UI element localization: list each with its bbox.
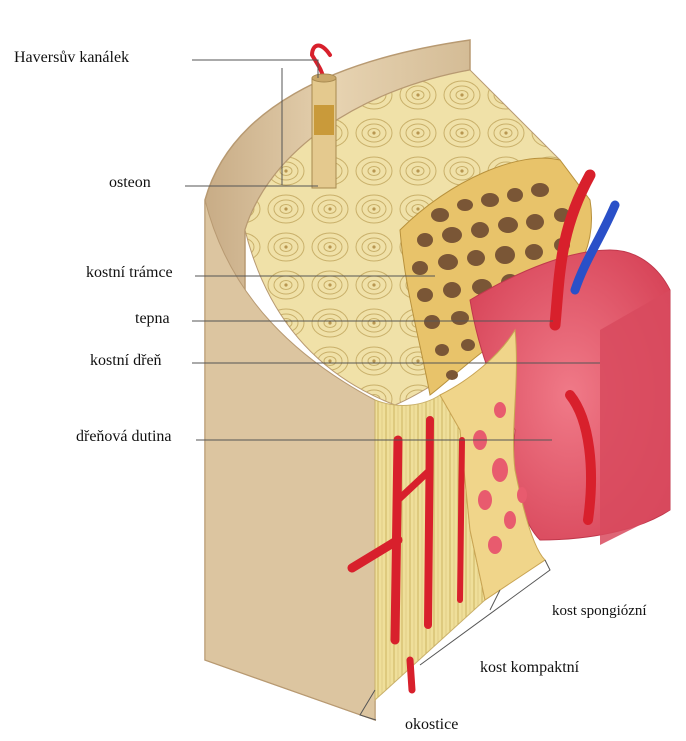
label-marrow: kostní dřeň: [90, 352, 162, 370]
label-artery: tepna: [135, 310, 170, 328]
bone-marrow-side: [600, 290, 670, 545]
haversian-canal-model: [312, 46, 336, 188]
label-osteon: osteon: [109, 174, 151, 192]
label-haversian-canal: Haversův kanálek: [14, 49, 129, 67]
label-trabeculae: kostní trámce: [86, 264, 173, 282]
label-spongy-bone: kost spongiózní: [552, 602, 647, 620]
label-compact-bone: kost kompaktní: [480, 659, 579, 677]
label-medullary-cavity: dřeňová dutina: [76, 428, 172, 446]
label-periosteum: okostice: [405, 716, 458, 734]
